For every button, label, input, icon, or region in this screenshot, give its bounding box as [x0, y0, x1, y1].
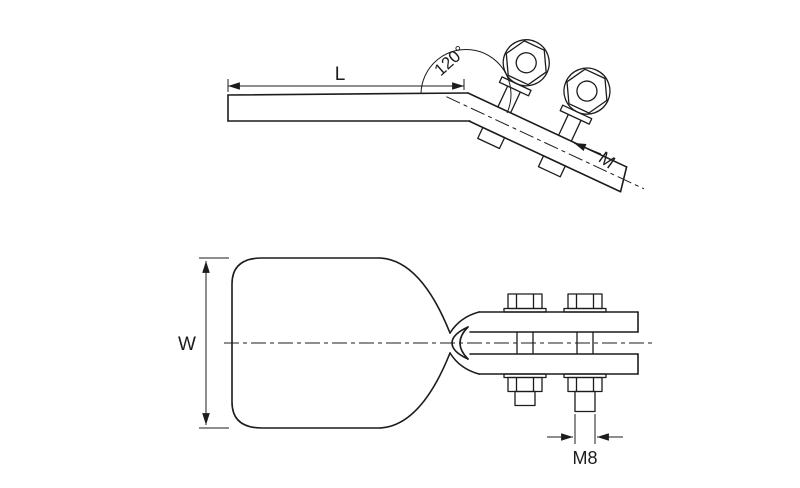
- bolt-2-thread-stub: [574, 390, 596, 413]
- barrel-outline: [227, 92, 471, 122]
- bolt-1-washer: [498, 76, 532, 97]
- front-view: W M8: [178, 257, 652, 468]
- bolt-2-washer: [559, 104, 593, 125]
- thread-top-label: M: [595, 148, 619, 173]
- bolt-1-lower-nut: [507, 376, 543, 393]
- bolt-1-nut: [477, 126, 506, 150]
- bolt-1-top: [477, 39, 550, 150]
- thread-bottom-label: M8: [572, 448, 597, 468]
- bolt-2-nut: [537, 155, 566, 178]
- thread-callout-top: M: [573, 142, 619, 173]
- bolt-2-head: [567, 293, 603, 310]
- bolt-1-thread-stub: [514, 390, 536, 407]
- palm-centerline: [446, 96, 645, 190]
- width-label: W: [178, 334, 196, 355]
- length-dimension: L: [227, 64, 465, 92]
- angle-dimension: 120°: [420, 42, 512, 114]
- side-view: L 120°: [227, 39, 645, 193]
- palm-head: [446, 39, 645, 193]
- angle-label: 120°: [431, 42, 470, 80]
- bolt-2-lower-nut: [567, 376, 603, 393]
- bolt-1-head: [507, 293, 543, 310]
- bolt-1-front: [503, 293, 547, 407]
- thread-dimension-bottom: M8: [547, 414, 623, 468]
- bolt-2-front: [563, 293, 607, 413]
- width-dimension: W: [178, 257, 229, 429]
- bolt-2-top: [537, 67, 611, 178]
- length-label: L: [335, 64, 346, 85]
